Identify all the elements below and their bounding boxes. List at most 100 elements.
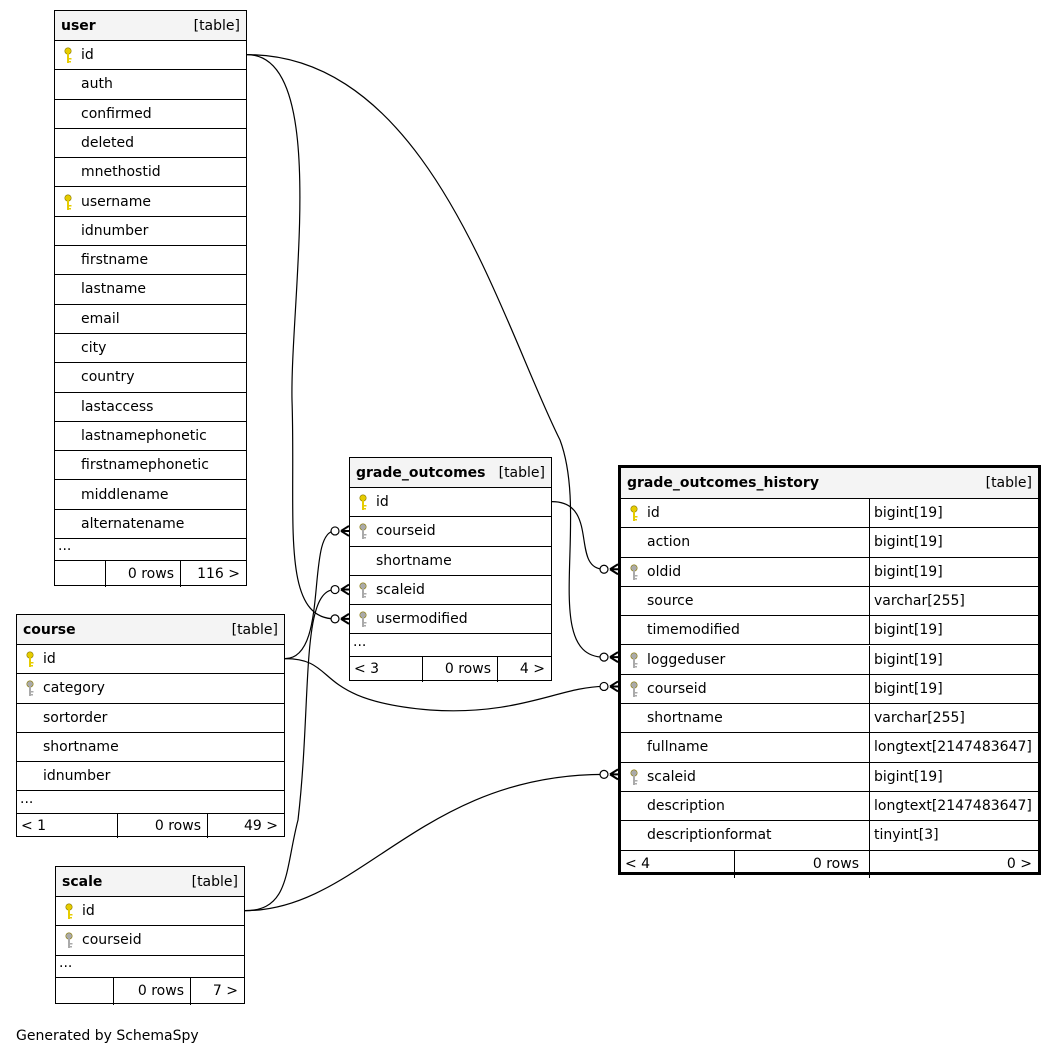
- column-row-lastaccess[interactable]: lastaccess: [55, 393, 246, 422]
- children-count[interactable]: 116 >: [197, 566, 240, 583]
- footer-divider: [207, 813, 208, 838]
- table-header[interactable]: grade_outcomes[table]: [350, 458, 551, 488]
- column-row-courseid[interactable]: courseid: [56, 926, 244, 956]
- column-row-auth[interactable]: auth: [55, 70, 246, 100]
- column-name: idnumber: [43, 768, 111, 785]
- column-row-deleted[interactable]: deleted: [55, 129, 246, 159]
- footer-divider: [422, 656, 423, 682]
- table-type-label: [table]: [985, 475, 1032, 491]
- footer-divider: [497, 656, 498, 682]
- generated-by-label: Generated by SchemaSpy: [16, 1028, 199, 1044]
- table-header[interactable]: scale[table]: [56, 867, 244, 897]
- column-row-city[interactable]: city: [55, 334, 246, 364]
- column-row-confirmed[interactable]: confirmed: [55, 100, 246, 129]
- column-row-mnethostid[interactable]: mnethostid: [55, 158, 246, 188]
- column-name: loggeduser: [647, 651, 726, 668]
- column-row-courseid[interactable]: courseid: [350, 517, 551, 547]
- column-row-alternatename[interactable]: alternatename: [55, 510, 246, 540]
- column-name: courseid: [376, 523, 436, 540]
- column-row-id[interactable]: id: [56, 897, 244, 927]
- table-header[interactable]: user[table]: [55, 11, 246, 41]
- foreign-key-icon: [64, 926, 74, 961]
- column-name: id: [82, 903, 95, 919]
- row-count: 0 rows: [444, 660, 491, 677]
- parents-count[interactable]: < 4: [625, 855, 651, 872]
- column-name: middlename: [81, 486, 169, 503]
- foreign-key-icon: [629, 646, 639, 681]
- column-row-idnumber[interactable]: idnumber: [17, 762, 284, 792]
- column-row-firstname[interactable]: firstname: [55, 246, 246, 276]
- table-header[interactable]: grade_outcomes_history [table]: [621, 468, 1038, 499]
- column-name: username: [81, 193, 151, 210]
- column-row-country[interactable]: country: [55, 363, 246, 393]
- more-columns-row: ...: [56, 955, 244, 978]
- parents-count[interactable]: < 1: [21, 817, 47, 834]
- column-row-id[interactable]: id: [350, 488, 551, 518]
- column-row-idnumber[interactable]: idnumber: [55, 217, 246, 247]
- column-row-sortorder[interactable]: sortorder: [17, 704, 284, 733]
- table-name: grade_outcomes_history: [627, 475, 819, 491]
- children-count[interactable]: 7 >: [212, 982, 238, 999]
- column-name: deleted: [81, 134, 134, 151]
- column-row-scaleid[interactable]: scaleid: [350, 576, 551, 606]
- column-name: city: [81, 340, 107, 356]
- table-footer: < 1 0 rows 49 >: [17, 813, 284, 838]
- edge-grade-outcomes-history-oldid: [551, 501, 605, 570]
- children-count[interactable]: 49 >: [244, 817, 278, 834]
- foreign-key-icon: [358, 605, 368, 640]
- column-type: varchar[255]: [869, 586, 1038, 616]
- row-count: 0 rows: [154, 817, 201, 834]
- column-row-username[interactable]: username: [55, 188, 246, 217]
- table-header[interactable]: course[table]: [17, 615, 284, 645]
- column-row-middlename[interactable]: middlename: [55, 481, 246, 510]
- children-count[interactable]: 4 >: [519, 660, 545, 677]
- column-row-shortname[interactable]: shortname: [350, 547, 551, 576]
- column-row-email[interactable]: email: [55, 305, 246, 334]
- parents-count[interactable]: < 3: [354, 660, 380, 677]
- edge-scale-history-scaleid-crowsfoot: [599, 768, 619, 781]
- column-name: firstnamephonetic: [81, 457, 209, 474]
- column-name: timemodified: [647, 622, 740, 639]
- column-row-usermodified[interactable]: usermodified: [350, 605, 551, 635]
- primary-key-icon: [63, 188, 73, 223]
- column-name: courseid: [647, 680, 707, 697]
- table-name: user: [61, 18, 96, 34]
- column-row-shortname[interactable]: shortname: [17, 733, 284, 763]
- column-name: lastname: [81, 281, 146, 298]
- children-count[interactable]: 0 >: [1006, 855, 1032, 872]
- column-name: mnethostid: [81, 164, 161, 181]
- column-type: varchar[255]: [869, 704, 1038, 733]
- column-row-firstnamephonetic[interactable]: firstnamephonetic: [55, 451, 246, 481]
- ellipsis-text: ...: [353, 633, 367, 650]
- column-row-id[interactable]: id: [55, 41, 246, 71]
- column-row-id[interactable]: id: [17, 645, 284, 675]
- primary-key-icon: [63, 41, 73, 76]
- column-row-lastname[interactable]: lastname: [55, 275, 246, 305]
- column-name: action: [647, 534, 691, 551]
- foreign-key-icon: [629, 558, 639, 593]
- table-grade-outcomes[interactable]: grade_outcomes[table]id courseid shortname…: [349, 457, 552, 682]
- column-row-lastnamephonetic[interactable]: lastnamephonetic: [55, 422, 246, 452]
- column-row-category[interactable]: category: [17, 674, 284, 704]
- more-columns-row: ...: [350, 634, 551, 657]
- column-name: description: [647, 798, 725, 814]
- edge-user-history-loggeduser: [246, 54, 605, 658]
- column-name: id: [376, 494, 389, 510]
